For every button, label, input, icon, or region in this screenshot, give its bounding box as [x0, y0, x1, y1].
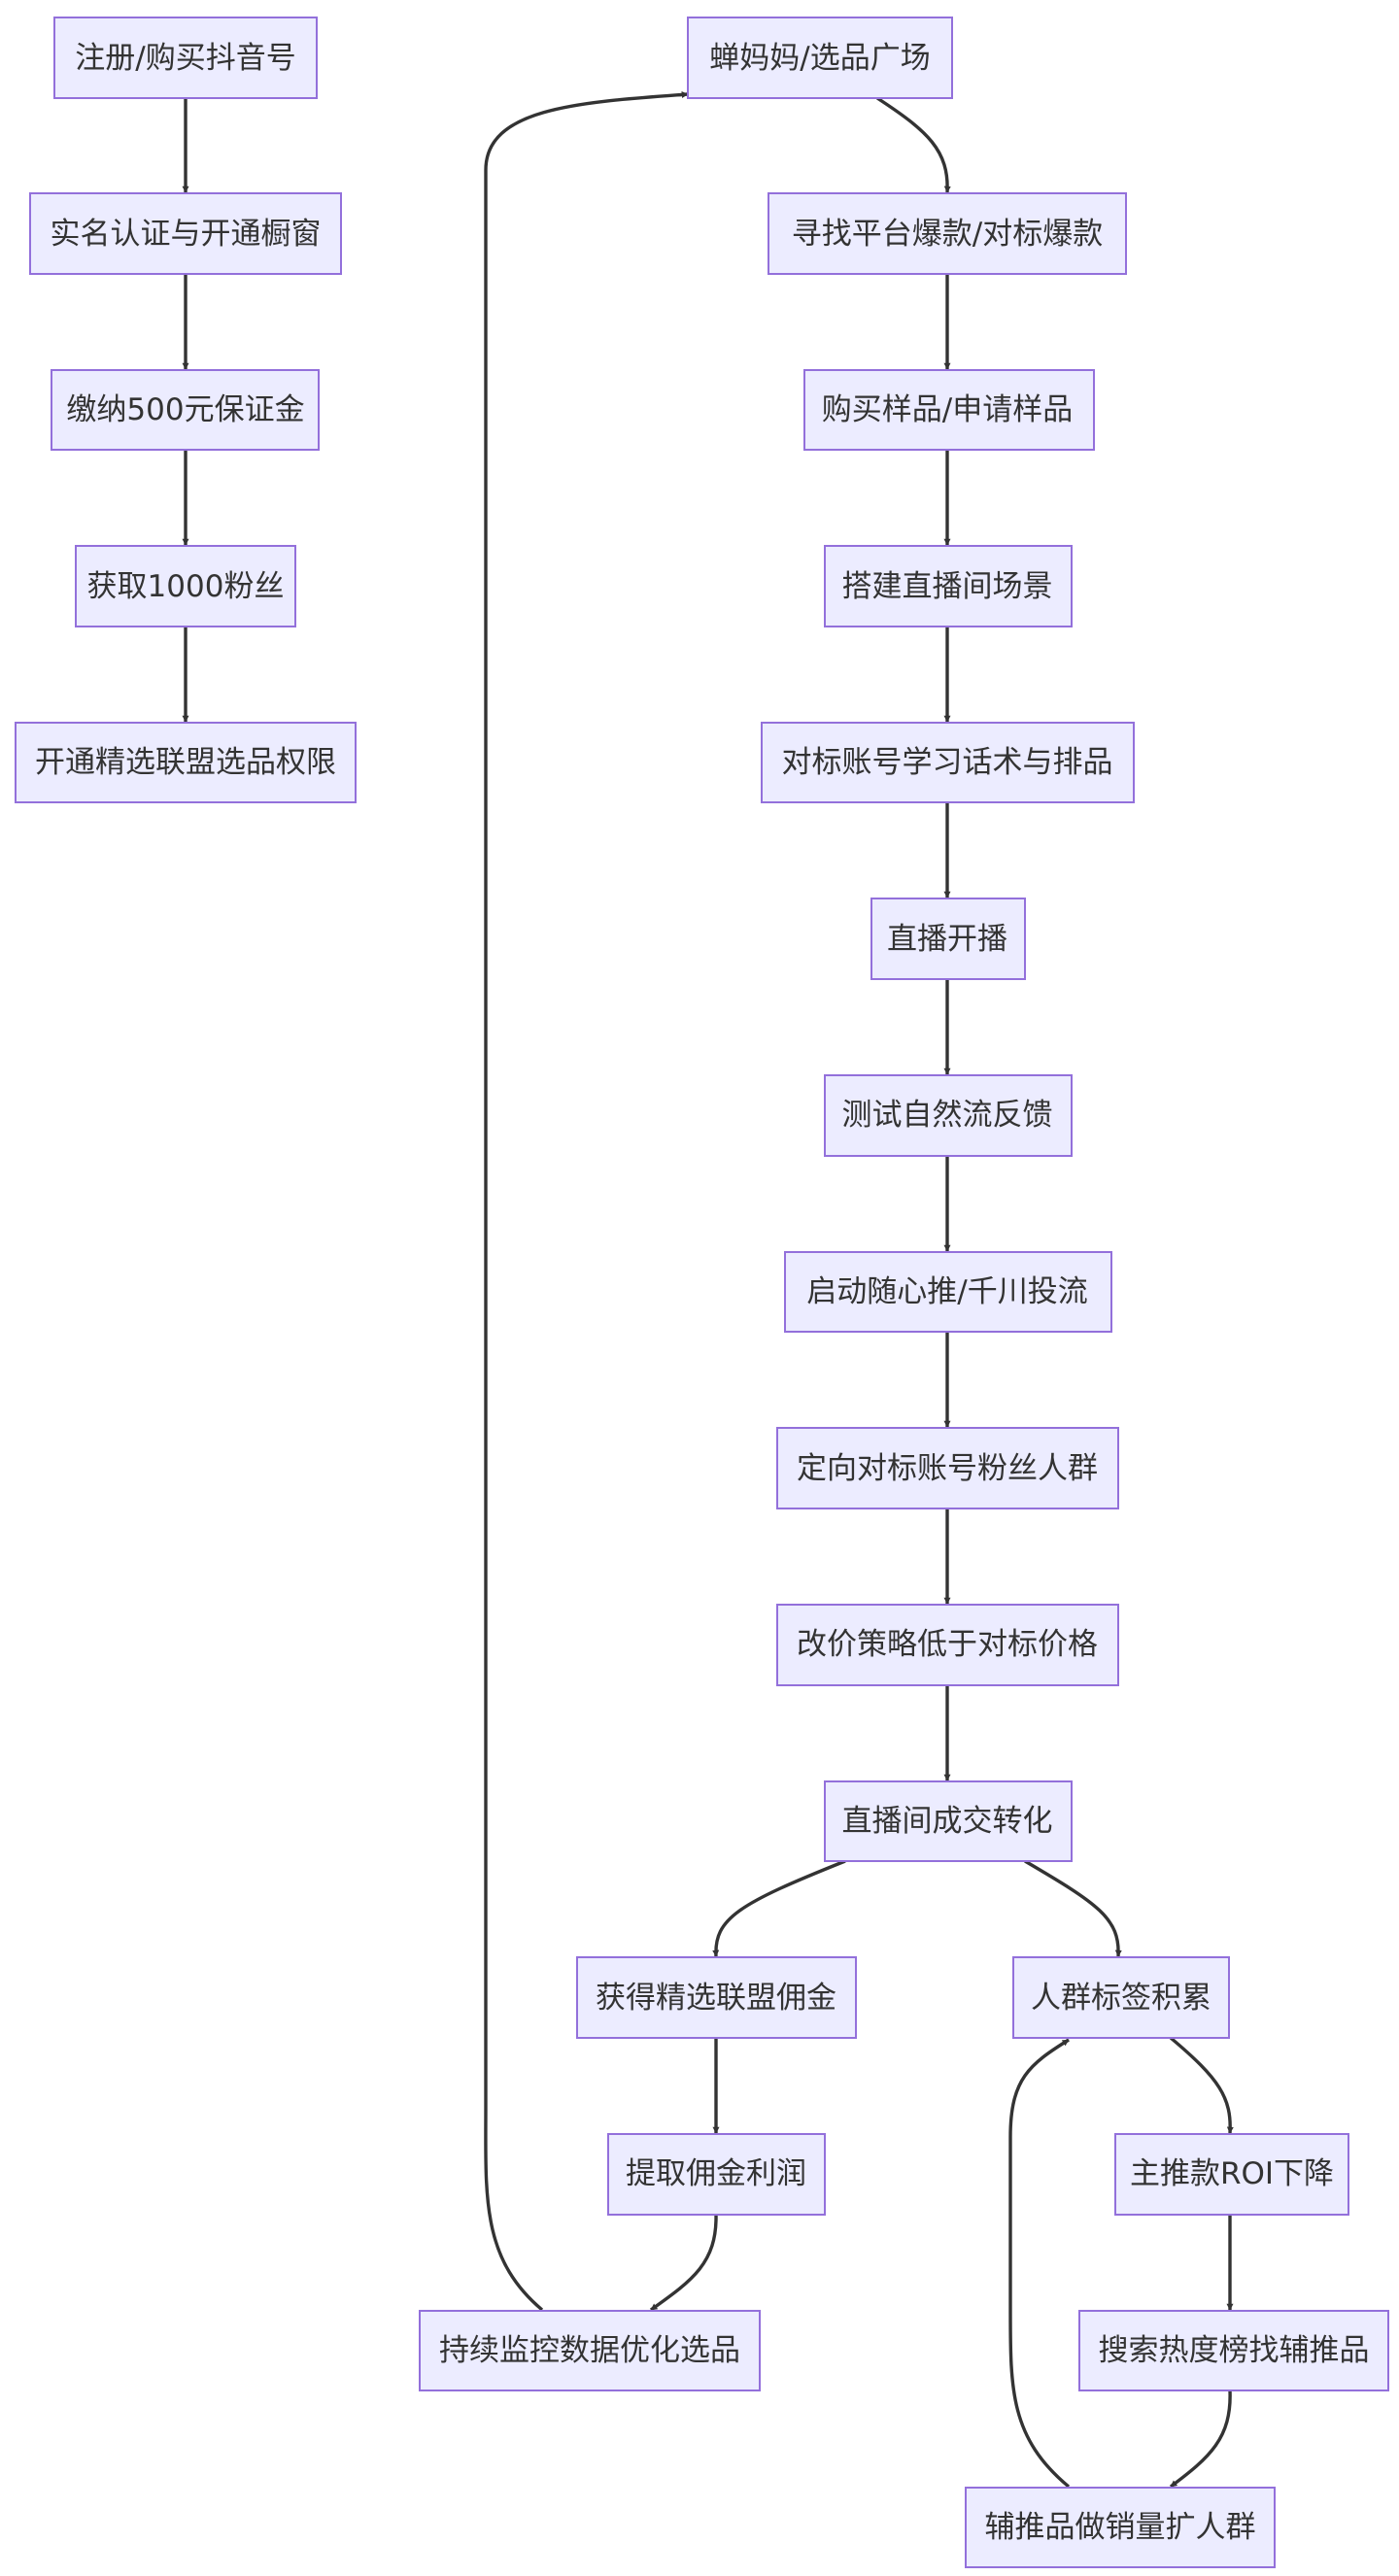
node-roi-decline[interactable]: 主推款ROI下降 [1114, 2133, 1349, 2216]
node-pay-deposit[interactable]: 缴纳500元保证金 [51, 369, 320, 451]
node-alliance-permission[interactable]: 开通精选联盟选品权限 [15, 722, 357, 803]
svg-text:直播间成交转化: 直播间成交转化 [842, 1804, 1053, 1839]
svg-text:主推款ROI下降: 主推款ROI下降 [1130, 2156, 1334, 2191]
svg-text:搭建直播间场景: 搭建直播间场景 [842, 569, 1053, 604]
node-get-fans[interactable]: 获取1000粉丝 [75, 545, 296, 627]
svg-text:实名认证与开通橱窗: 实名认证与开通橱窗 [51, 217, 322, 252]
node-search-hot-list[interactable]: 搜索热度榜找辅推品 [1078, 2310, 1389, 2391]
svg-text:缴纳500元保证金: 缴纳500元保证金 [66, 392, 304, 427]
node-build-studio[interactable]: 搭建直播间场景 [824, 545, 1073, 627]
svg-text:定向对标账号粉丝人群: 定向对标账号粉丝人群 [797, 1451, 1098, 1486]
svg-text:搜索热度榜找辅推品: 搜索热度榜找辅推品 [1099, 2333, 1370, 2368]
svg-text:改价策略低于对标价格: 改价策略低于对标价格 [797, 1627, 1098, 1662]
svg-text:开通精选联盟选品权限: 开通精选联盟选品权限 [35, 745, 336, 780]
edge-n20-n21 [1169, 2036, 1234, 2134]
node-start-paid-traffic[interactable]: 启动随心推/千川投流 [784, 1251, 1112, 1333]
node-buy-samples[interactable]: 购买样品/申请样品 [803, 369, 1095, 451]
edge-n16-n17 [712, 1859, 846, 1957]
svg-text:注册/购买抖音号: 注册/购买抖音号 [75, 41, 295, 76]
svg-text:获取1000粉丝: 获取1000粉丝 [87, 569, 285, 604]
nodes: 注册/购买抖音号 实名认证与开通橱窗 缴纳500元保证金 获取1000粉丝 开通… [15, 17, 1389, 2568]
node-target-audience[interactable]: 定向对标账号粉丝人群 [776, 1427, 1119, 1509]
svg-text:获得精选联盟佣金: 获得精选联盟佣金 [596, 1981, 836, 2016]
node-find-bestsellers[interactable]: 寻找平台爆款/对标爆款 [768, 192, 1127, 275]
node-withdraw-profit[interactable]: 提取佣金利润 [607, 2133, 826, 2216]
node-audience-tags[interactable]: 人群标签积累 [1012, 1956, 1230, 2039]
svg-text:测试自然流反馈: 测试自然流反馈 [842, 1098, 1053, 1133]
edge-n22-n23 [1169, 2390, 1232, 2489]
edges [182, 90, 1234, 2489]
edge-n19-n6 [484, 90, 689, 2312]
svg-text:启动随心推/千川投流: 启动随心推/千川投流 [806, 1274, 1087, 1309]
node-secondary-products[interactable]: 辅推品做销量扩人群 [965, 2487, 1276, 2568]
node-pricing-strategy[interactable]: 改价策略低于对标价格 [776, 1604, 1119, 1686]
svg-text:人群标签积累: 人群标签积累 [1031, 1981, 1211, 2016]
node-go-live[interactable]: 直播开播 [870, 898, 1026, 980]
svg-text:持续监控数据优化选品: 持续监控数据优化选品 [439, 2333, 740, 2368]
node-real-name-verification[interactable]: 实名认证与开通橱窗 [29, 192, 342, 275]
node-product-square[interactable]: 蝉妈妈/选品广场 [687, 17, 953, 99]
edge-n23-n20 [1008, 2038, 1071, 2489]
svg-text:直播开播: 直播开播 [887, 922, 1007, 957]
node-earn-commission[interactable]: 获得精选联盟佣金 [576, 1956, 857, 2039]
svg-text:提取佣金利润: 提取佣金利润 [626, 2156, 806, 2191]
edge-n16-n20 [1024, 1859, 1122, 1957]
svg-text:寻找平台爆款/对标爆款: 寻找平台爆款/对标爆款 [792, 217, 1103, 252]
node-test-organic-traffic[interactable]: 测试自然流反馈 [824, 1074, 1073, 1157]
svg-text:辅推品做销量扩人群: 辅推品做销量扩人群 [985, 2510, 1256, 2545]
svg-text:对标账号学习话术与排品: 对标账号学习话术与排品 [782, 745, 1113, 780]
svg-text:蝉妈妈/选品广场: 蝉妈妈/选品广场 [709, 41, 930, 76]
node-monitor-optimize[interactable]: 持续监控数据优化选品 [419, 2310, 761, 2391]
node-live-conversion[interactable]: 直播间成交转化 [824, 1780, 1073, 1862]
node-register-account[interactable]: 注册/购买抖音号 [53, 17, 318, 99]
edge-n6-n7 [876, 96, 951, 193]
node-learn-scripts[interactable]: 对标账号学习话术与排品 [761, 722, 1135, 803]
svg-text:购买样品/申请样品: 购买样品/申请样品 [822, 392, 1073, 427]
edge-n18-n19 [650, 2214, 718, 2312]
